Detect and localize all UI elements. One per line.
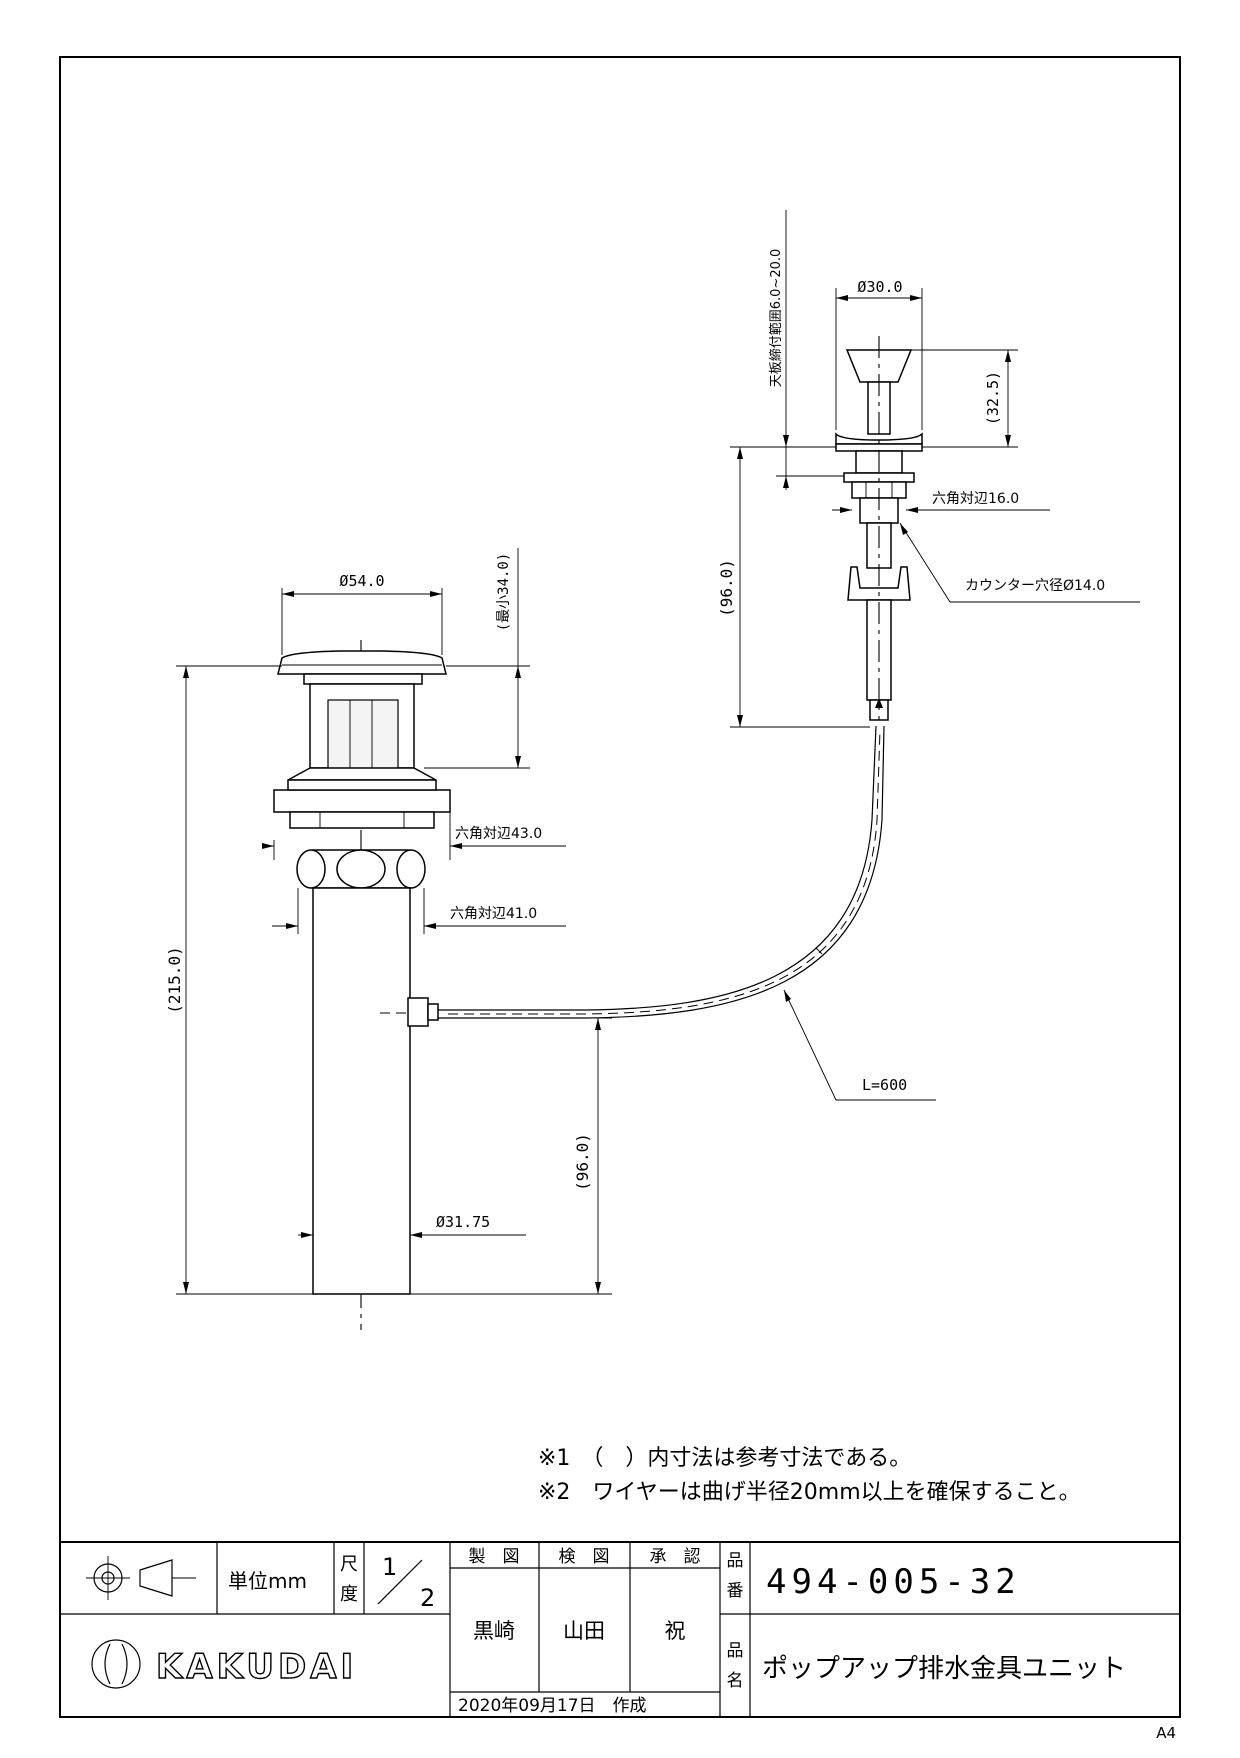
part-number-label-2: 番 xyxy=(727,1581,744,1601)
kakudai-logo-icon: KAKUDAI xyxy=(91,1639,357,1689)
dim-body-height: (215.0) xyxy=(165,946,184,1013)
scale-label-2: 度 xyxy=(340,1584,358,1605)
dim-hex-lower: 六角対辺41.0 xyxy=(450,906,537,922)
unit-label: 単位mm xyxy=(228,1569,307,1593)
hex-nut-43 xyxy=(273,789,451,813)
dim-lever-height: (96.0) xyxy=(717,559,736,617)
dim-wire-length: L=600 xyxy=(862,1076,907,1094)
title-block: 単位mm 尺 度 1 2 製 図 検 図 承 認 黒崎 山田 祝 2020年09… xyxy=(59,1541,1181,1718)
dimensions-left: Ø54.0 (最小34.0) (215.0) 六角対辺43.0 六角対辺41.0 xyxy=(165,548,612,1295)
wire-cable xyxy=(438,725,885,1019)
paper-size: A4 xyxy=(1156,1724,1176,1742)
dim-hex-upper: 六角対辺43.0 xyxy=(455,826,542,842)
flange xyxy=(303,673,423,685)
basket-window xyxy=(327,699,399,771)
note-1: ※1 （ ）内寸法は参考寸法である。 xyxy=(538,1446,911,1471)
scale-label-1: 尺 xyxy=(340,1554,358,1575)
check-label: 検 図 xyxy=(559,1547,610,1567)
approver-name: 祝 xyxy=(665,1619,686,1643)
dim-knob-height: (32.5) xyxy=(984,371,1002,425)
note-2: ※2 ワイヤーは曲げ半径20mm以上を確保すること。 xyxy=(538,1480,1081,1505)
washer xyxy=(289,811,435,829)
dim-hex-lever: 六角対辺16.0 xyxy=(932,491,1019,507)
dim-counter-thickness: 天板締付範囲6.0~20.0 xyxy=(768,249,784,388)
lever-unit xyxy=(835,336,923,721)
projection-symbol-icon xyxy=(86,1556,196,1600)
dimensions-right: Ø30.0 (32.5) 天板締付範囲6.0~20.0 (96.0) 六角対辺1… xyxy=(717,210,1140,1101)
body-taper xyxy=(287,767,437,781)
dim-counter-hole: カウンター穴径Ø14.0 xyxy=(965,578,1105,594)
drain-body xyxy=(273,640,451,1330)
design-label: 製 図 xyxy=(469,1547,520,1567)
part-name-label-2: 名 xyxy=(727,1671,744,1691)
designer-name: 黒崎 xyxy=(473,1619,515,1643)
drawing-date: 2020年09月17日 作成 xyxy=(458,1696,647,1716)
part-name-label-1: 品 xyxy=(727,1641,744,1661)
part-number-label-1: 品 xyxy=(727,1551,744,1571)
part-name: ポップアップ排水金具ユニット xyxy=(762,1654,1126,1684)
dim-stopper-height: (最小34.0) xyxy=(496,553,512,632)
company-logo-text: KAKUDAI xyxy=(156,1647,357,1687)
dim-tail-pipe-diameter: Ø31.75 xyxy=(436,1213,490,1231)
scale-denominator: 2 xyxy=(420,1584,435,1612)
stopper-cap xyxy=(277,650,447,675)
part-number: 494-005-32 xyxy=(766,1562,1021,1602)
scale-numerator: 1 xyxy=(382,1553,397,1581)
checker-name: 山田 xyxy=(563,1619,605,1643)
tail-pipe xyxy=(312,887,411,1295)
approve-label: 承 認 xyxy=(650,1547,701,1567)
dim-stopper-diameter: Ø54.0 xyxy=(339,572,384,590)
dim-knob-diameter: Ø30.0 xyxy=(857,278,902,296)
dim-wire-height: (96.0) xyxy=(573,1133,592,1191)
wire-fitting xyxy=(407,997,429,1027)
escutcheon xyxy=(835,432,923,445)
